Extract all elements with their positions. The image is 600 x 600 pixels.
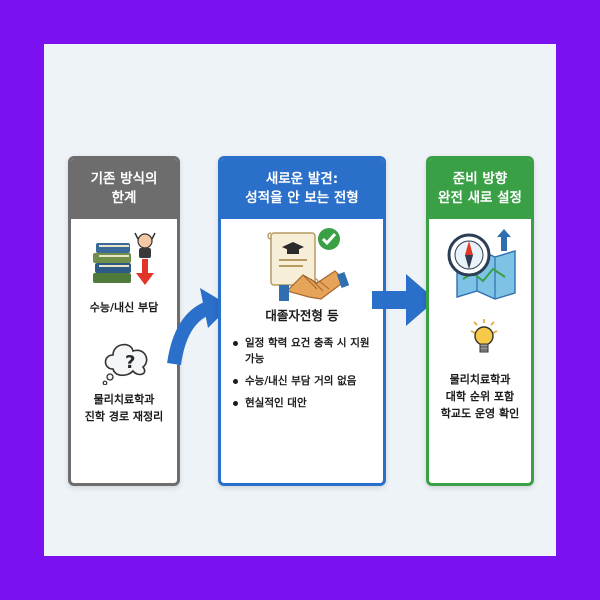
discovery-card-header: 새로운 발견: 성적을 안 보는 전형 (221, 159, 383, 219)
canvas: 기존 방식의 한계 수능/내신 부담 ? 물리치료학과 (44, 44, 556, 556)
limits-title-line-1: 기존 방식의 (90, 171, 158, 187)
limits-item-2-label: 물리치료학과 진학 경로 재정리 (71, 391, 177, 425)
limits-item-2-line-2: 진학 경로 재정리 (84, 410, 164, 423)
compass-map-icon (447, 229, 516, 300)
discovery-bullet-1: 일정 학력 요건 충족 시 지원 가능 (231, 335, 377, 367)
discovery-title-line-1: 새로운 발견: (265, 171, 339, 187)
discovery-title-line-2: 성적을 안 보는 전형 (245, 190, 359, 206)
direction-title-line-1: 준비 방향 (452, 171, 508, 187)
direction-item-label: 물리치료학과 대학 순위 포함 학교도 운영 확인 (429, 371, 531, 422)
direction-item-line-3: 학교도 운영 확인 (440, 407, 520, 420)
limits-card-header: 기존 방식의 한계 (71, 159, 177, 219)
question-cloud-icon: ? (102, 343, 148, 385)
discovery-bullets: 일정 학력 요건 충족 시 지원 가능 수능/내신 부담 거의 없음 현실적인 … (231, 335, 377, 417)
limits-card: 기존 방식의 한계 수능/내신 부담 ? 물리치료학과 (68, 156, 180, 486)
books-stress-icon (93, 232, 156, 285)
discovery-bullet-3: 현실적인 대안 (231, 395, 377, 411)
direction-item-line-1: 물리치료학과 (449, 373, 511, 386)
limits-title-line-2: 한계 (111, 190, 137, 206)
lightbulb-icon (470, 319, 498, 353)
direction-card: 준비 방향 완전 새로 설정 물리치료학과 대학 순위 포함 학교도 운영 확인 (426, 156, 534, 486)
direction-item-line-2: 대학 순위 포함 (445, 390, 515, 403)
discovery-bullet-2: 수능/내신 부담 거의 없음 (231, 373, 377, 389)
right-arrow-icon (372, 274, 436, 326)
svg-text:?: ? (125, 352, 135, 373)
direction-title-line-2: 완전 새로 설정 (438, 190, 522, 206)
discovery-card: 새로운 발견: 성적을 안 보는 전형 대졸자전형 등 일정 학력 요건 충족 … (218, 156, 386, 486)
direction-card-header: 준비 방향 완전 새로 설정 (429, 159, 531, 219)
discovery-subtitle: 대졸자전형 등 (265, 308, 339, 323)
curved-arrow-icon (167, 288, 230, 366)
limits-item-1-line-1: 수능/내신 부담 (89, 301, 159, 314)
limits-item-2-line-1: 물리치료학과 (93, 393, 155, 406)
limits-item-1-label: 수능/내신 부담 (71, 299, 177, 316)
certificate-handshake-icon (267, 228, 349, 301)
